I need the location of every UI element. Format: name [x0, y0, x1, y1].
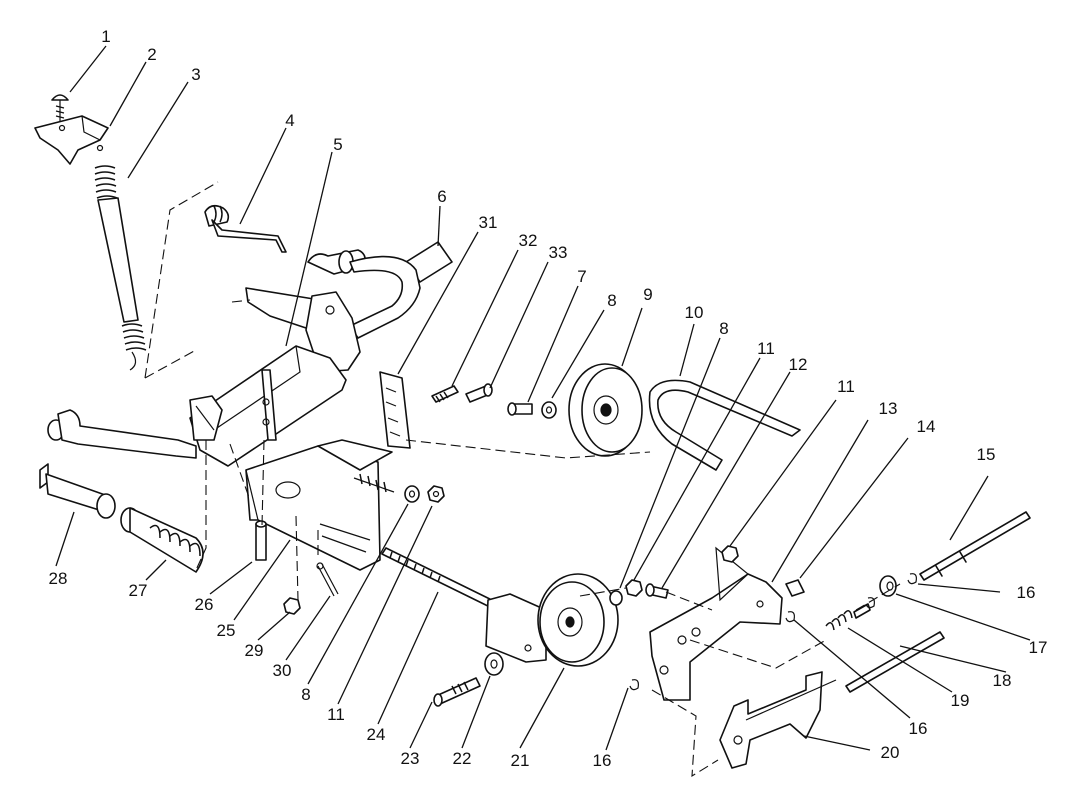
- part-nut-11-center: [625, 579, 643, 597]
- callout-11-a: 11: [757, 339, 775, 358]
- part-washer-8-mid: [404, 485, 420, 503]
- callout-12: 12: [789, 355, 808, 374]
- callout-31: 31: [479, 213, 498, 232]
- callout-8-b: 8: [719, 319, 728, 338]
- callout-23: 23: [401, 749, 420, 768]
- part-pulley-9: [568, 363, 643, 457]
- callout-10: 10: [685, 303, 704, 322]
- part-nut-11-right: [721, 545, 739, 563]
- part-lower-rod: [47, 409, 197, 459]
- part-nut-29: [283, 597, 301, 615]
- callout-14: 14: [917, 417, 936, 436]
- callout-29: 29: [245, 641, 264, 660]
- part-pulley-21: [537, 573, 619, 667]
- callout-11-b: 11: [837, 377, 855, 396]
- callout-5: 5: [333, 135, 342, 154]
- part-bolt-7: [507, 402, 533, 416]
- callout-26: 26: [195, 595, 214, 614]
- callout-8-c: 8: [301, 685, 310, 704]
- callout-19: 19: [951, 691, 970, 710]
- callout-18: 18: [993, 671, 1012, 690]
- part-pivot-28: [39, 463, 116, 519]
- callout-24: 24: [367, 725, 386, 744]
- part-clip-16-low: [629, 679, 639, 691]
- callout-11-c: 11: [327, 705, 345, 724]
- callout-1: 1: [101, 27, 110, 46]
- part-pin-26: [255, 520, 267, 561]
- callout-25: 25: [217, 621, 236, 640]
- callout-labels: 1 2 3 4 5 6 31 32 33 7 8 9 10 8 11 12 11…: [49, 27, 1048, 770]
- callout-9: 9: [643, 285, 652, 304]
- part-center-bracket: [245, 439, 393, 571]
- part-clip-16-top: [907, 573, 917, 585]
- callout-28: 28: [49, 569, 68, 588]
- callout-15: 15: [977, 445, 996, 464]
- part-belt-10: [648, 379, 801, 471]
- callout-2: 2: [147, 45, 156, 64]
- callout-16-c: 16: [593, 751, 612, 770]
- callout-4: 4: [285, 111, 294, 130]
- callout-16-a: 16: [1017, 583, 1036, 602]
- part-lever-20: [719, 671, 837, 769]
- part-shaft-15: [919, 511, 1031, 581]
- part-threaded-rod-24: [381, 547, 547, 663]
- part-washer-8-top: [541, 401, 557, 419]
- callout-22: 22: [453, 749, 472, 768]
- callout-13: 13: [879, 399, 898, 418]
- callout-17: 17: [1029, 638, 1048, 657]
- part-spring-3: [94, 165, 147, 371]
- part-bolt-12: [645, 583, 669, 599]
- callout-32: 32: [519, 231, 538, 250]
- callout-3: 3: [191, 65, 200, 84]
- callout-6: 6: [437, 187, 446, 206]
- part-spacer-22: [484, 652, 504, 676]
- callout-27: 27: [129, 581, 148, 600]
- part-pin-33: [465, 383, 493, 403]
- part-bracket-2: [34, 115, 109, 165]
- part-rod-4: [204, 204, 287, 253]
- dashed-assembly-lines: [144, 181, 901, 778]
- part-spring-27: [120, 507, 204, 573]
- callout-16-b: 16: [909, 719, 928, 738]
- part-lever-assembly: [189, 249, 421, 467]
- part-shaft-18: [845, 631, 945, 693]
- callout-33: 33: [549, 243, 568, 262]
- callout-30: 30: [273, 661, 292, 680]
- part-cotter-30: [316, 562, 339, 597]
- part-chain-link: [353, 473, 395, 493]
- part-spacer-14: [785, 579, 805, 597]
- part-adjuster-31: [379, 371, 411, 449]
- part-bolt-32: [431, 385, 459, 403]
- part-nut-11-mid: [427, 485, 445, 503]
- part-washer-8-right: [609, 590, 623, 606]
- part-spring-19: [825, 597, 875, 631]
- callout-20: 20: [881, 743, 900, 762]
- callout-7: 7: [577, 267, 586, 286]
- callout-21: 21: [511, 751, 530, 770]
- part-washer-17: [879, 575, 897, 597]
- part-clip-16-mid: [785, 611, 795, 623]
- callout-8-a: 8: [607, 291, 616, 310]
- part-screw-1: [51, 94, 69, 122]
- part-bolt-23: [433, 677, 481, 707]
- leader-lines: [55, 45, 1031, 751]
- part-bracket-13: [649, 546, 783, 701]
